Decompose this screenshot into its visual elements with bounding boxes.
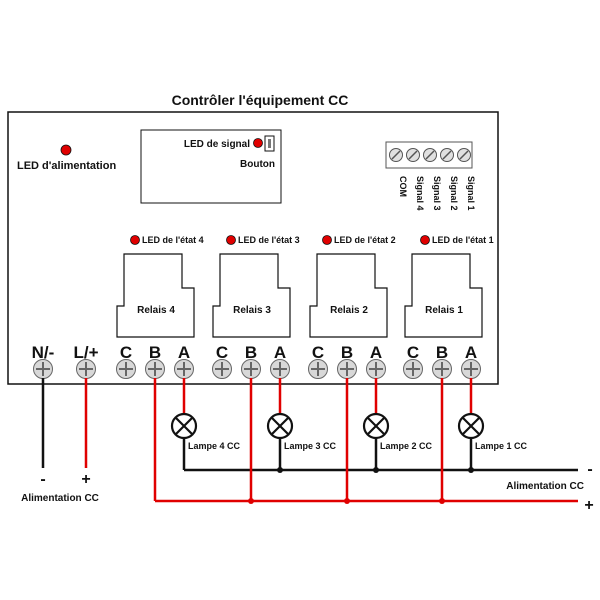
terminal-label: A [465,343,477,362]
signal-terminal-screw[interactable] [406,148,420,162]
lamp-label: Lampe 3 CC [284,441,337,451]
lamp-label: Lampe 4 CC [188,441,241,451]
signal-terminal-label: Signal 2 [449,176,459,211]
signal-terminal-label: Signal 3 [432,176,442,211]
status-led-icon [226,235,236,245]
status-led-label: LED de l'état 1 [432,235,494,245]
relay-label: Relais 4 [137,305,175,316]
signal-terminal-label: Signal 1 [466,176,476,211]
terminal-screw[interactable] [116,359,136,379]
signal-terminal-screw[interactable] [423,148,437,162]
terminal-screw[interactable] [212,359,232,379]
relay-3 [212,253,291,338]
terminal-screw[interactable] [33,359,53,379]
lamp-label: Lampe 1 CC [475,441,528,451]
terminal-label: C [120,343,132,362]
signal-terminal-screw[interactable] [457,148,471,162]
signal-terminal-screw[interactable] [389,148,403,162]
terminal-label: B [341,343,353,362]
terminal-label: B [436,343,448,362]
terminal-screw[interactable] [461,359,481,379]
relay-2 [309,253,388,338]
lamp-icon [362,412,390,440]
terminal-screw[interactable] [174,359,194,379]
terminal-label: A [274,343,286,362]
signal-terminal-label: COM [398,176,408,197]
wire-junction [468,467,474,473]
terminal-screw[interactable] [366,359,386,379]
status-led-icon [322,235,332,245]
lamp-icon [457,412,485,440]
supply-plus-sign: + [81,471,90,488]
diagram-title: Contrôler l'équipement CC [172,92,349,108]
relay-4 [116,253,195,338]
lamp-label: Lampe 2 CC [380,441,433,451]
wire-junction [373,467,379,473]
terminal-label: A [370,343,382,362]
terminal-screw[interactable] [432,359,452,379]
terminal-screw[interactable] [403,359,423,379]
power-led-icon [60,144,72,156]
wire-junction [248,498,254,504]
status-led-icon [420,235,430,245]
signal-terminal-label: Signal 4 [415,176,425,211]
supply-label: Alimentation CC [21,493,99,504]
signal-led-icon [253,138,263,148]
wire-junction [344,498,350,504]
relay-label: Relais 1 [425,305,463,316]
signal-led-label: LED de signal [184,139,250,150]
status-led-icon [130,235,140,245]
wire-junction [439,498,445,504]
terminal-label: C [312,343,324,362]
terminal-screw[interactable] [308,359,328,379]
lamp-icon [266,412,294,440]
status-led-label: LED de l'état 3 [238,235,300,245]
terminal-label: N/- [32,343,55,362]
status-led-label: LED de l'état 2 [334,235,396,245]
terminal-screw[interactable] [241,359,261,379]
load-minus-sign: - [587,461,592,478]
terminal-screw[interactable] [76,359,96,379]
button-label: Bouton [240,159,275,170]
terminal-screw[interactable] [270,359,290,379]
terminal-label: C [216,343,228,362]
terminal-label: B [149,343,161,362]
load-supply-label: Alimentation CC [506,481,584,492]
terminal-label: B [245,343,257,362]
terminal-label: A [178,343,190,362]
button-icon-inner [268,139,271,148]
supply-minus-sign: - [40,471,45,488]
terminal-screw[interactable] [337,359,357,379]
wire-junction [277,467,283,473]
relay-label: Relais 3 [233,305,271,316]
terminal-label: C [407,343,419,362]
terminal-screw[interactable] [145,359,165,379]
lamp-icon [170,412,198,440]
terminal-label: L/+ [73,343,98,362]
relay-label: Relais 2 [330,305,368,316]
signal-terminal-screw[interactable] [440,148,454,162]
relay-1 [404,253,483,338]
status-led-label: LED de l'état 4 [142,235,204,245]
load-plus-sign: + [584,497,593,514]
power-led-label: LED d'alimentation [17,160,116,172]
